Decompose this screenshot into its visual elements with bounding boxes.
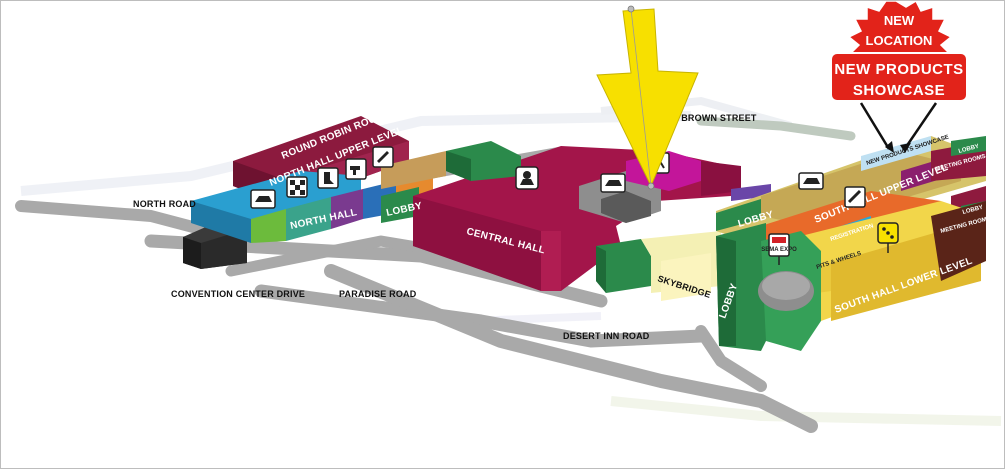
north-road-label: NORTH ROAD [133, 199, 196, 209]
seat-icon [317, 167, 339, 189]
south-road [695, 325, 767, 392]
paradise-road-label: PARADISE ROAD [339, 289, 417, 299]
wheel-icon [844, 186, 866, 208]
desert-inn-road-label: DESERT INN ROAD [563, 331, 650, 341]
north-hall-complex [191, 116, 446, 243]
brown-street [696, 116, 856, 141]
expo-icon: SEMA EXPO [761, 233, 797, 265]
road-loop [254, 284, 708, 348]
new-location-badge: NEW LOCATION NEW PRODUCTS SHOWCASE [830, 1, 968, 153]
badge-line4: SHOWCASE [853, 82, 945, 99]
checkered-flag-icon [286, 176, 308, 198]
spray-gun-icon [345, 158, 367, 180]
racer-icon [515, 166, 539, 190]
truck-icon [600, 173, 626, 193]
far-right-lobby-top-label: LOBBY [958, 144, 980, 155]
car-icon [250, 189, 276, 209]
badge-line1: NEW [884, 13, 915, 28]
badge-line2: LOCATION [866, 33, 933, 48]
badge-line3: NEW PRODUCTS [834, 61, 963, 78]
location-arrow [596, 5, 699, 190]
desert-inn-road [324, 264, 818, 433]
truck-icon-south [798, 172, 824, 190]
brown-street-label: L BROWN STREET [673, 113, 757, 123]
dice-icon [877, 222, 899, 253]
tools-icon [372, 146, 394, 168]
convention-center-drive-label: CONVENTION CENTER DRIVE [171, 289, 305, 299]
sema-expo-label: SEMA EXPO [761, 247, 797, 253]
far-right-lobby-mid-label: LOBBY [962, 205, 984, 216]
